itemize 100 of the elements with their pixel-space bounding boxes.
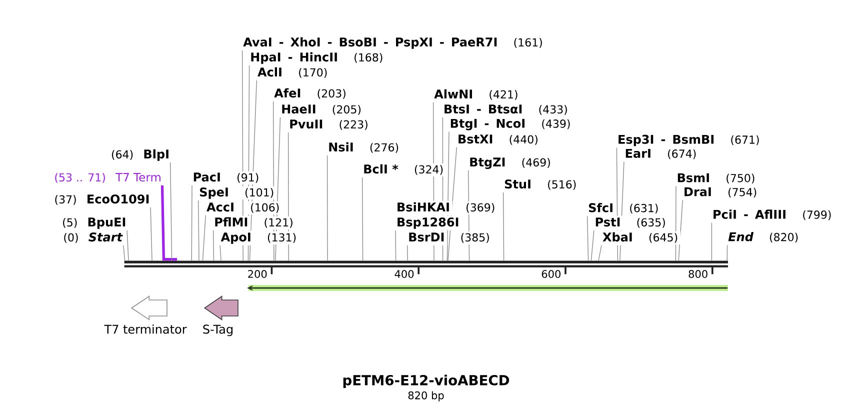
- site-position: (37): [55, 195, 76, 205]
- feature-label: T7 terminator: [104, 324, 187, 334]
- site-label: Esp3I - BsmBI: [618, 134, 714, 146]
- leader-line: [249, 79, 258, 261]
- site-position: (205): [332, 105, 361, 115]
- site-position: (64): [112, 150, 133, 160]
- leader-line: [502, 191, 504, 261]
- leader-line: [468, 169, 470, 261]
- site-position: (324): [414, 165, 443, 175]
- site-label: PstI: [596, 218, 620, 227]
- site-label: PvuII: [290, 120, 322, 129]
- leader-line: [191, 184, 192, 261]
- site-label: Bsp1286I: [398, 217, 458, 229]
- site-position: (750): [726, 174, 754, 184]
- site-position: (635): [637, 218, 665, 228]
- leader-line: [242, 49, 244, 261]
- end-label: Start: [88, 232, 123, 242]
- leader-line: [432, 101, 434, 261]
- site-position: (674): [668, 149, 696, 160]
- site-position: (5): [63, 218, 77, 228]
- site-position: (799): [803, 210, 831, 220]
- leader-line: [598, 244, 602, 261]
- site-label: PacI: [194, 172, 220, 182]
- tick-label: 800: [688, 270, 708, 278]
- site-label: AvaI - XhoI - BsoBI - PspXI - PaeR7I: [243, 37, 497, 49]
- sequence-length: 820 bp: [408, 391, 444, 402]
- leader-line: [590, 229, 594, 261]
- leader-line: [126, 229, 129, 261]
- site-position: (223): [340, 120, 368, 130]
- site-label: AclI: [258, 67, 282, 77]
- leader-line: [675, 184, 676, 261]
- site-label: BlpI: [144, 149, 168, 161]
- site-position: (106): [251, 203, 279, 213]
- leader-line: [288, 131, 289, 261]
- leader-line: [122, 244, 126, 261]
- site-position: (439): [542, 119, 570, 130]
- site-label: BsmI: [678, 173, 709, 182]
- map-title: pETM6-E12-vioABECD: [343, 374, 510, 388]
- leader-line: [326, 154, 328, 261]
- site-label: AfeI: [274, 88, 300, 98]
- end-label: End: [728, 232, 754, 242]
- site-label: ApoI: [220, 232, 250, 244]
- leader-line: [616, 146, 618, 261]
- site-position: (91): [238, 173, 258, 183]
- tick-label: 400: [394, 270, 414, 278]
- site-label: BstXI: [458, 134, 492, 144]
- leader-line: [711, 222, 712, 261]
- leader-line: [212, 229, 214, 261]
- site-label: HpaI - HincII: [251, 52, 337, 64]
- leader-line: [275, 116, 281, 261]
- site-label: BtgI - NcoI: [450, 118, 524, 130]
- site-position: (161): [514, 38, 542, 48]
- leader-line: [446, 130, 450, 261]
- site-position: (754): [728, 188, 756, 198]
- site-position: (131): [268, 233, 296, 243]
- site-label: AccI: [206, 202, 234, 212]
- leader-line: [272, 100, 274, 261]
- site-label: EcoO109I: [88, 194, 149, 204]
- site-position: (385): [461, 233, 489, 243]
- leader-line: [395, 229, 396, 261]
- leader-line: [448, 146, 458, 261]
- site-label: DraI: [684, 187, 711, 196]
- site-position: (469): [522, 158, 550, 168]
- tick-label: 600: [542, 270, 560, 278]
- site-position: (516): [548, 180, 576, 190]
- site-position: (421): [490, 90, 518, 100]
- site-label: AlwNI: [434, 89, 472, 98]
- site-position: (645): [649, 233, 678, 243]
- leader-line: [406, 244, 408, 261]
- site-position: (631): [630, 204, 658, 214]
- site-label: BsiHKAI: [398, 202, 449, 212]
- feature-label: T7 Term: [116, 173, 160, 182]
- site-position: (433): [539, 105, 567, 115]
- site-position: (671): [731, 135, 759, 146]
- leader-line: [150, 206, 152, 261]
- leader-line: [362, 176, 364, 261]
- site-position: (53 .. 71): [55, 173, 105, 183]
- leader-line: [586, 214, 589, 261]
- leader-line: [198, 199, 200, 261]
- site-label: BtgZI: [470, 158, 505, 169]
- dna-backbone: [124, 260, 728, 268]
- site-label: StuI: [504, 179, 530, 189]
- tick-label: 200: [248, 270, 267, 278]
- site-position: (369): [466, 203, 494, 213]
- site-position: (820): [770, 232, 798, 243]
- site-position: (203): [318, 89, 346, 99]
- site-label: NsiI: [329, 142, 353, 152]
- leader-line: [442, 116, 444, 261]
- site-position: (0): [64, 233, 78, 243]
- site-label: PciI - AflIII: [714, 210, 786, 219]
- site-position: (170): [299, 68, 327, 78]
- leader-line: [248, 64, 250, 261]
- site-label: SfcI: [588, 202, 612, 212]
- leader-line: [220, 244, 222, 261]
- site-position: (276): [370, 143, 398, 153]
- site-label: BpuEI: [88, 218, 126, 229]
- site-position: (168): [354, 53, 382, 63]
- site-label: BclI *: [364, 164, 398, 174]
- site-position: (121): [264, 218, 292, 228]
- site-label: BsrDI: [409, 232, 444, 242]
